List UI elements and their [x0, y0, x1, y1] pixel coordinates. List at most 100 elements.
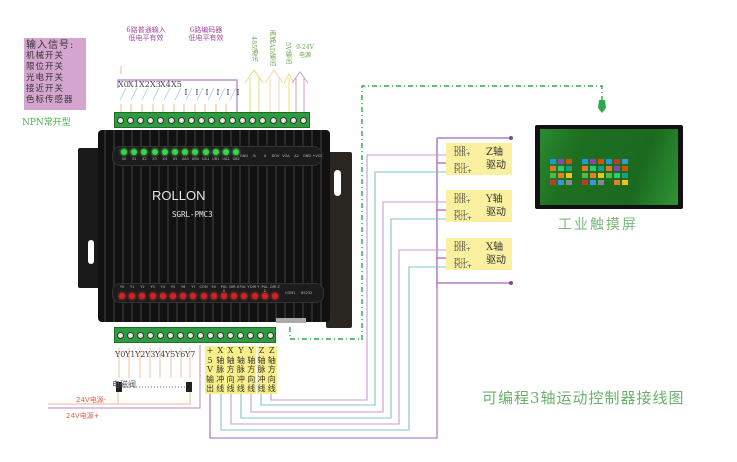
output-pin-label: Y6: [175, 350, 186, 359]
terminal-screw-icon[interactable]: [116, 116, 124, 124]
terminal-screw-icon[interactable]: [266, 331, 274, 339]
app-tile[interactable]: [582, 173, 588, 178]
terminal-screw-icon[interactable]: [157, 116, 165, 124]
app-tile[interactable]: [590, 166, 596, 171]
output-pin-label: Y3: [145, 350, 156, 359]
axis-label-char: Y: [238, 346, 244, 355]
app-tile[interactable]: [614, 166, 620, 171]
axis-label-char: 出: [206, 384, 214, 393]
led-label: DIR Y: [249, 285, 260, 289]
terminal-screw-icon[interactable]: [188, 116, 196, 124]
status-led-green: [141, 149, 148, 155]
axis-label-char: Z: [269, 346, 275, 355]
app-tile[interactable]: [550, 166, 556, 171]
app-tile[interactable]: [598, 159, 604, 164]
app-tile[interactable]: [566, 173, 572, 178]
terminal-screw-icon[interactable]: [146, 331, 154, 339]
led-label: X3: [152, 157, 157, 161]
axis-label-char: 线: [267, 384, 276, 393]
axis-label-char: 向: [226, 374, 235, 384]
hmi-comm-line: [361, 85, 603, 340]
axis-label-char: X: [217, 346, 224, 355]
terminal-screw-icon[interactable]: [176, 331, 184, 339]
app-tile[interactable]: [606, 173, 612, 178]
input-pin-label: X0: [118, 80, 129, 89]
app-tile[interactable]: [606, 159, 612, 164]
app-tile[interactable]: [558, 180, 564, 185]
terminal-screw-icon[interactable]: [136, 331, 144, 339]
top-terminal-block: [114, 112, 310, 128]
app-tile[interactable]: [566, 166, 572, 171]
terminal-screw-icon[interactable]: [290, 116, 298, 124]
terminal-screw-icon[interactable]: [126, 116, 134, 124]
terminal-screw-icon[interactable]: [186, 331, 194, 339]
terminal-screw-icon[interactable]: [208, 116, 216, 124]
app-tile[interactable]: [614, 173, 620, 178]
app-tile[interactable]: [614, 180, 620, 185]
terminal-screw-icon[interactable]: [206, 331, 214, 339]
terminal-screw-icon[interactable]: [218, 116, 226, 124]
app-tile[interactable]: [550, 159, 556, 164]
terminal-screw-icon[interactable]: [239, 116, 247, 124]
app-tile[interactable]: [622, 166, 628, 171]
terminal-screw-icon[interactable]: [156, 331, 164, 339]
terminal-screw-icon[interactable]: [236, 331, 244, 339]
app-tile[interactable]: [558, 173, 564, 178]
terminal-screw-icon[interactable]: [167, 116, 175, 124]
terminal-screw-icon[interactable]: [166, 331, 174, 339]
axis-driver-y: DIR-DIR+PUL-PUL+Y轴驱动: [446, 190, 512, 222]
app-tile[interactable]: [550, 173, 556, 178]
app-tile[interactable]: [558, 159, 564, 164]
app-tile[interactable]: [582, 159, 588, 164]
hmi-touch-screen[interactable]: [535, 125, 683, 209]
app-tile[interactable]: [582, 166, 588, 171]
app-tile[interactable]: [598, 180, 604, 185]
app-tile[interactable]: [622, 173, 628, 178]
terminal-screw-icon[interactable]: [279, 116, 287, 124]
heatsink-fin: [122, 130, 124, 322]
app-tile[interactable]: [566, 180, 572, 185]
app-tile[interactable]: [566, 159, 572, 164]
terminal-screw-icon[interactable]: [256, 331, 264, 339]
diagram-title: 可编程3轴运动控制器接线图: [482, 389, 685, 407]
app-tile[interactable]: [606, 166, 612, 171]
terminal-screw-icon[interactable]: [147, 116, 155, 124]
terminal-screw-icon[interactable]: [126, 331, 134, 339]
terminal-screw-icon[interactable]: [226, 331, 234, 339]
input-pin-label: I: [195, 88, 199, 97]
terminal-screw-icon[interactable]: [249, 116, 257, 124]
terminal-screw-icon[interactable]: [198, 116, 206, 124]
app-tile[interactable]: [550, 180, 556, 185]
heatsink-fin: [266, 130, 268, 322]
heatsink-fin: [257, 130, 259, 322]
terminal-screw-icon[interactable]: [137, 116, 144, 124]
terminal-screw-icon[interactable]: [259, 116, 267, 124]
terminal-screw-icon[interactable]: [177, 116, 185, 124]
app-tile[interactable]: [582, 180, 588, 185]
heatsink-fin: [158, 130, 160, 322]
terminal-screw-icon[interactable]: [228, 116, 236, 124]
app-tile[interactable]: [590, 173, 596, 178]
axis-label-char: 线: [236, 384, 245, 393]
terminal-screw-icon[interactable]: [246, 331, 254, 339]
terminal-screw-icon[interactable]: [269, 116, 277, 124]
heatsink-fin: [194, 130, 196, 322]
app-tile[interactable]: [598, 173, 604, 178]
axis-label-char: Y: [248, 346, 254, 355]
terminal-screw-icon[interactable]: [116, 331, 124, 339]
app-tile[interactable]: [614, 159, 620, 164]
input-pin-label: X5: [171, 80, 182, 89]
app-tile[interactable]: [558, 166, 564, 171]
app-tile[interactable]: [598, 166, 604, 171]
axis-driver-x: DIR-DIR+PUL-PUL+X轴驱动: [446, 238, 512, 270]
terminal-screw-icon[interactable]: [196, 331, 204, 339]
terminal-screw-icon[interactable]: [300, 116, 308, 124]
terminal-screw-icon[interactable]: [216, 331, 224, 339]
app-tile[interactable]: [622, 180, 628, 185]
app-tile[interactable]: [590, 180, 596, 185]
app-tile[interactable]: [590, 159, 596, 164]
usb-port[interactable]: [276, 318, 306, 323]
app-tile[interactable]: [622, 159, 628, 164]
